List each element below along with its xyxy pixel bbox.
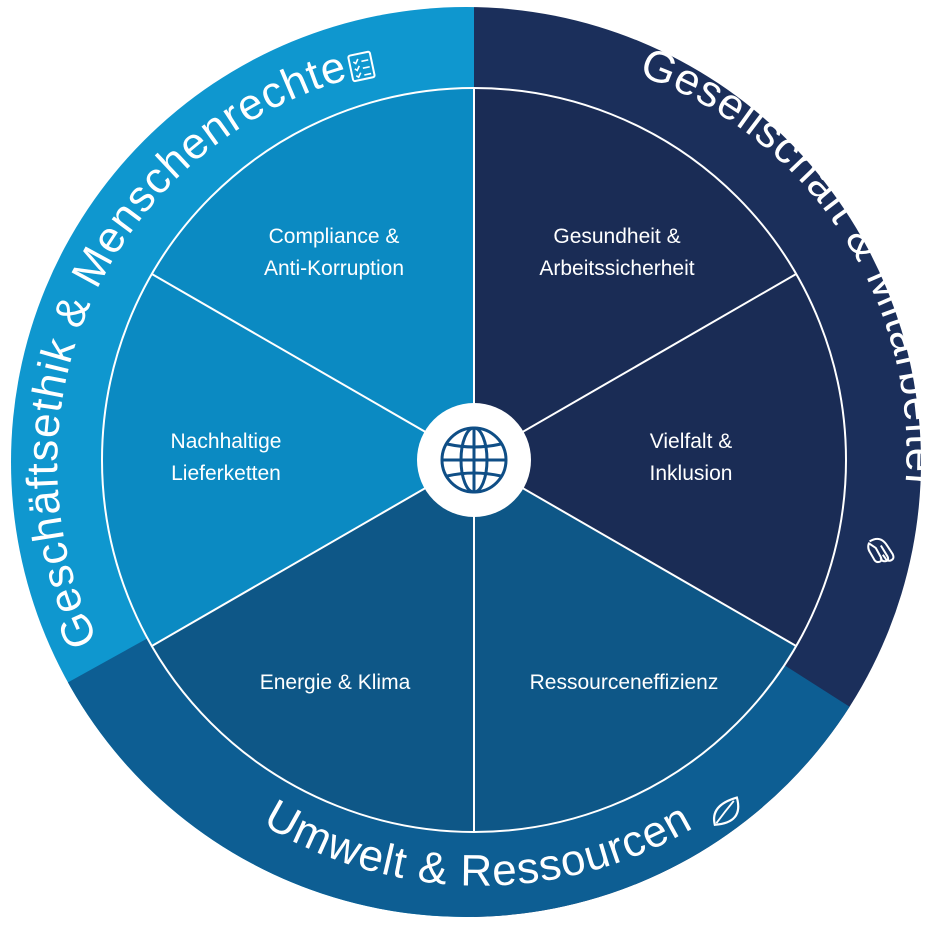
segment-label-line: Energie & Klima bbox=[260, 671, 411, 694]
inner-circle-outline bbox=[101, 87, 847, 833]
segment-label-compliance: Compliance & Anti-Korruption bbox=[264, 225, 404, 280]
segment-label-line: Nachhaltige bbox=[171, 430, 282, 453]
segment-label-line: Anti-Korruption bbox=[264, 257, 404, 280]
segment-label-line: Vielfalt & bbox=[650, 430, 733, 453]
segment-dividers bbox=[151, 88, 797, 832]
segment-gesundheit bbox=[474, 88, 797, 460]
segment-energie bbox=[151, 460, 474, 832]
segment-label-line: Lieferketten bbox=[171, 462, 281, 485]
divider-line bbox=[151, 459, 475, 647]
segment-label-line: Compliance & bbox=[269, 225, 400, 248]
segment-label-gesundheit: Gesundheit & Arbeitssicherheit bbox=[539, 225, 694, 280]
segment-compliance bbox=[151, 88, 474, 460]
checklist-icon bbox=[347, 50, 376, 83]
segment-label-line: Inklusion bbox=[650, 462, 733, 485]
segment-label-energie: Energie & Klima bbox=[260, 671, 411, 694]
segment-labels: Compliance & Anti-Korruption Gesundheit & A… bbox=[171, 225, 733, 694]
divider-line bbox=[151, 273, 475, 461]
segment-label-ressourcen: Ressourceneffizienz bbox=[530, 671, 719, 694]
segment-label-line: Gesundheit & bbox=[553, 225, 680, 248]
segment-label-line: Ressourceneffizienz bbox=[530, 671, 719, 694]
segment-lieferketten bbox=[101, 274, 474, 646]
segment-ressourcen bbox=[474, 460, 797, 832]
segment-label-vielfalt: Vielfalt & Inklusion bbox=[650, 430, 733, 485]
divider-line bbox=[473, 459, 797, 647]
inner-wheel bbox=[101, 88, 846, 832]
segment-label-line: Arbeitssicherheit bbox=[539, 257, 694, 280]
globe-icon bbox=[440, 426, 508, 494]
segment-vielfalt bbox=[474, 274, 846, 646]
leaf-icon bbox=[713, 796, 740, 826]
handshake-icon bbox=[867, 537, 895, 564]
divider-line bbox=[473, 273, 797, 461]
